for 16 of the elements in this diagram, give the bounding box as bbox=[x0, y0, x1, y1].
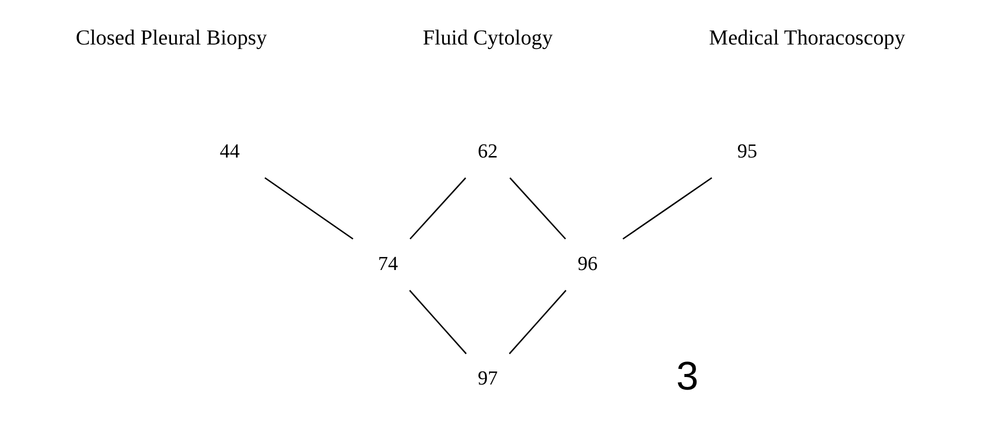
connector bbox=[509, 177, 566, 240]
node-text: 95 bbox=[737, 140, 758, 162]
label: 3 bbox=[676, 354, 698, 398]
connector bbox=[622, 177, 712, 240]
connector bbox=[264, 177, 354, 240]
node-text: 44 bbox=[220, 140, 240, 162]
label: Closed Pleural Biopsy bbox=[76, 25, 267, 50]
label: Medical Thoracoscopy bbox=[709, 25, 906, 50]
node-text: 74 bbox=[378, 252, 398, 275]
label: Fluid Cytology bbox=[422, 25, 553, 50]
node-text: 97 bbox=[478, 368, 498, 390]
connector bbox=[508, 290, 566, 354]
connector bbox=[410, 177, 466, 240]
node-text: 96 bbox=[578, 252, 598, 275]
connector bbox=[409, 290, 467, 354]
node-text: 62 bbox=[478, 140, 498, 162]
